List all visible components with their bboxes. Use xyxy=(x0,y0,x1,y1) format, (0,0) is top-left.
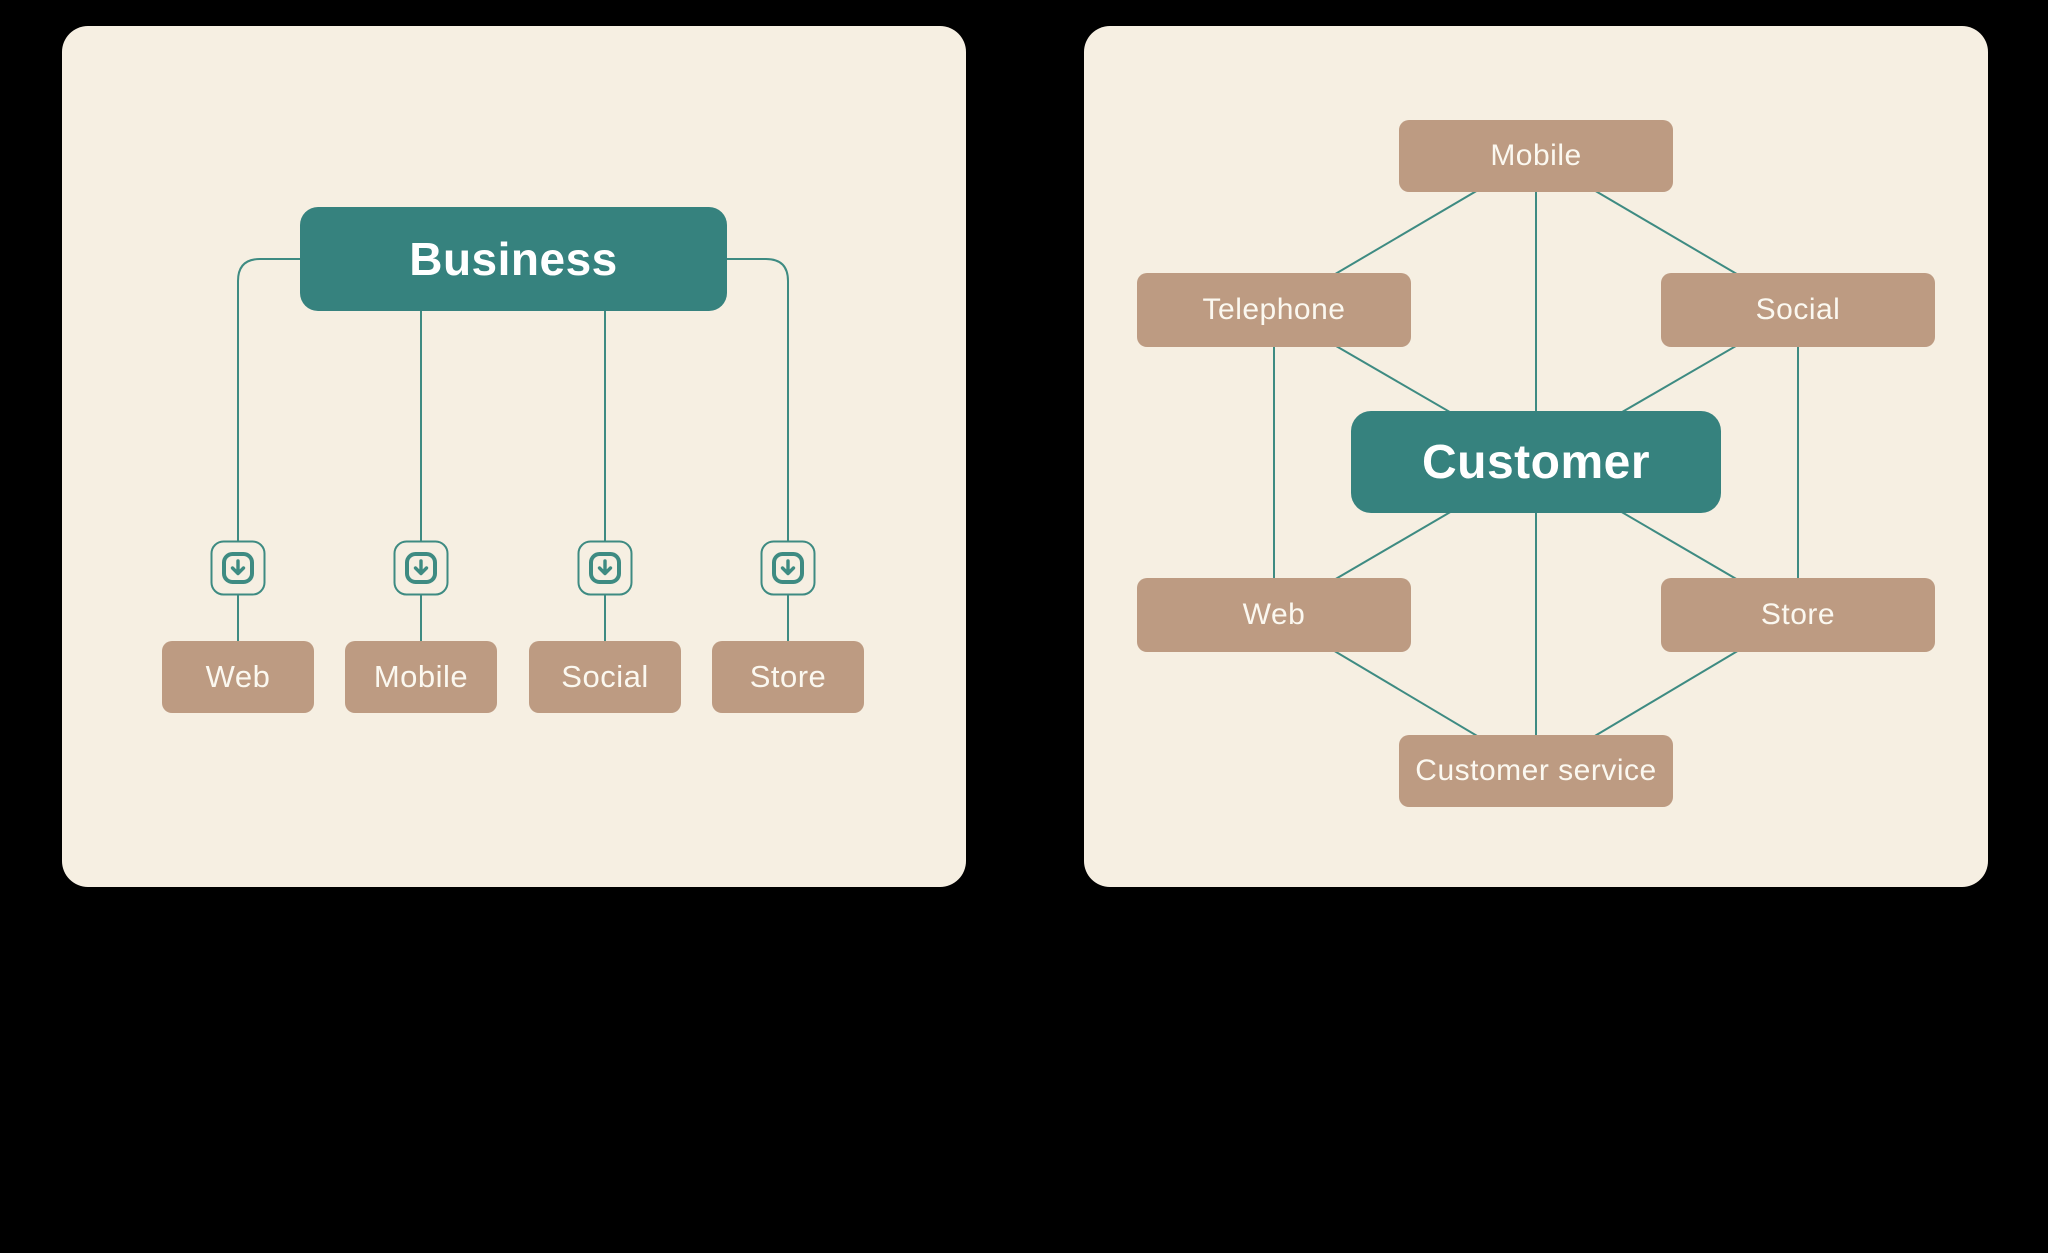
node-customer: Customer xyxy=(1351,411,1721,513)
node-web: Web xyxy=(162,641,314,713)
node-label: Customer service xyxy=(1415,754,1657,787)
node-store: Store xyxy=(1661,578,1935,652)
node-social: Social xyxy=(1661,273,1935,347)
download-icon-glyph xyxy=(210,540,266,596)
node-label: Customer xyxy=(1421,435,1651,489)
left-diagram-panel: Business Web Mobile xyxy=(62,26,966,887)
left-connector-lines xyxy=(237,258,789,641)
edge-business-web xyxy=(237,258,300,641)
node-label: Mobile xyxy=(373,659,469,694)
edge-business-store xyxy=(727,258,789,641)
download-icon-glyph xyxy=(577,540,633,596)
node-store: Store xyxy=(712,641,864,713)
node-label: Store xyxy=(749,659,827,694)
download-icon xyxy=(577,540,633,596)
node-label: Store xyxy=(1760,598,1836,631)
download-icon xyxy=(393,540,449,596)
download-icon-glyph xyxy=(393,540,449,596)
node-social: Social xyxy=(529,641,681,713)
download-icon xyxy=(760,540,816,596)
node-label: Social xyxy=(1755,293,1841,326)
node-business: Business xyxy=(300,207,727,311)
right-diagram-panel: Mobile Telephone Social Customer Web Sto… xyxy=(1084,26,1988,887)
node-label: Web xyxy=(1242,598,1306,631)
node-label: Business xyxy=(409,233,618,285)
node-label: Web xyxy=(205,659,271,694)
node-label: Mobile xyxy=(1490,139,1582,172)
node-mobile: Mobile xyxy=(1399,120,1673,192)
node-mobile: Mobile xyxy=(345,641,497,713)
node-label: Telephone xyxy=(1202,293,1346,326)
download-icon xyxy=(210,540,266,596)
node-web: Web xyxy=(1137,578,1411,652)
download-icon-glyph xyxy=(760,540,816,596)
node-customer-service: Customer service xyxy=(1399,735,1673,807)
node-label: Social xyxy=(561,659,649,694)
node-telephone: Telephone xyxy=(1137,273,1411,347)
